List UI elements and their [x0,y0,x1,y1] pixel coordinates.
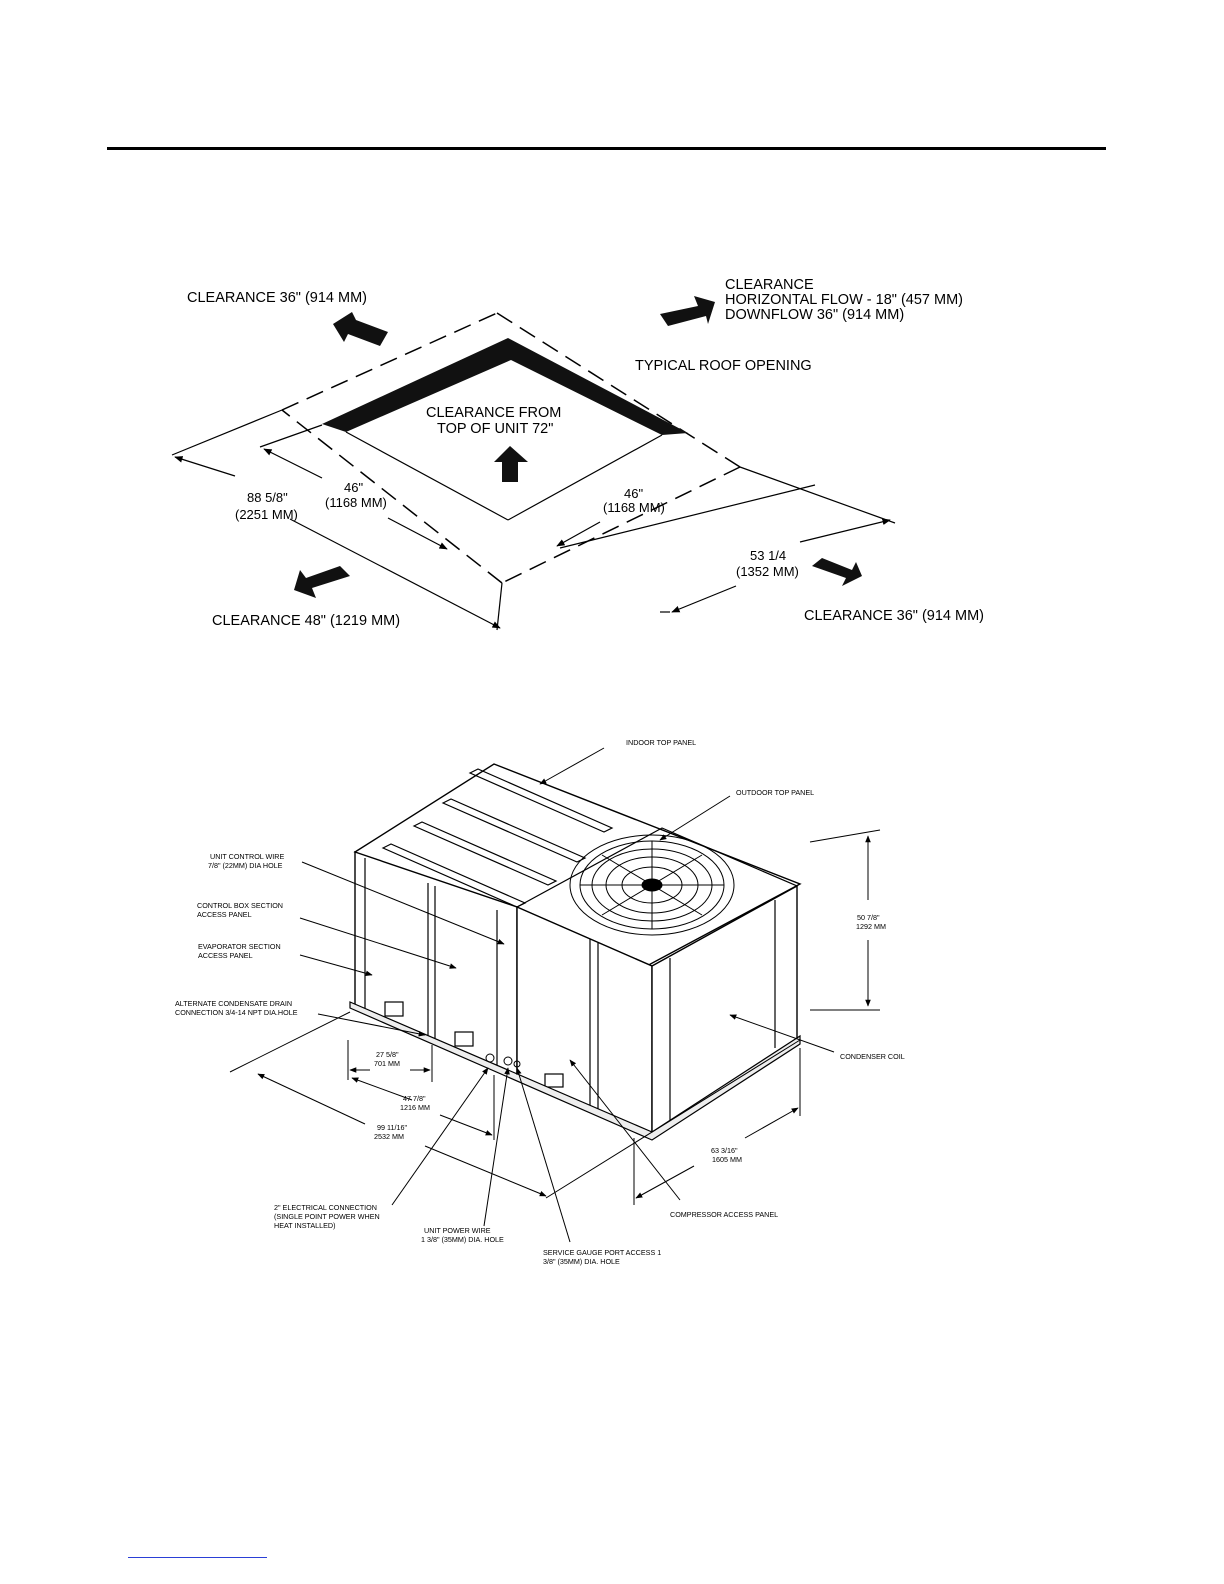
label-evaporator-2: ACCESS PANEL [198,951,253,960]
label-power-wire-1: UNIT POWER WIRE [424,1226,491,1235]
label-clearance-top-2: TOP OF UNIT 72" [437,421,553,437]
curb-outline [281,312,741,584]
label-gauge-port-2: 3/8" (35MM) DIA. HOLE [543,1257,620,1266]
label-clearance-right-top-3: DOWNFLOW 36" (914 MM) [725,307,904,323]
header-rule [107,147,1106,150]
label-gauge-port-1: SERVICE GAUGE PORT ACCESS 1 [543,1248,661,1257]
label-clearance-right-bottom: CLEARANCE 36" (914 MM) [804,608,984,624]
label-unit-control-wire-2: 7/8" (22MM) DIA HOLE [208,861,283,870]
label-dim-left-b-1: 46" [344,480,363,495]
extension-lines [171,409,896,631]
dimension-lines-top [174,448,891,629]
condenser-fan [569,834,735,936]
clearance-arrow-left-top [333,312,388,346]
leaders-bottom [229,747,881,1243]
label-clearance-right-top-1: CLEARANCE [725,277,814,293]
label-dim-right-b-2: (1168 MM) [603,500,665,515]
label-indoor-top-panel: INDOOR TOP PANEL [626,738,696,747]
label-dim-left-a-1: 88 5/8" [247,490,288,505]
label-clearance-left-top: CLEARANCE 36" (914 MM) [187,290,367,306]
label-dim-478-1: 47 7/8" [403,1094,426,1103]
label-dim-left-b-2: (1168 MM) [325,495,387,510]
label-dim-right-a-1: 53 1/4 [750,548,786,563]
clearance-arrow-up [494,446,528,482]
roof-opening-frame [322,338,688,435]
label-power-wire-2: 1 3/8" (35MM) DIA. HOLE [421,1235,504,1244]
label-dim-99-2: 2532 MM [374,1132,404,1141]
label-control-box-2: ACCESS PANEL [197,910,252,919]
label-outdoor-top-panel: OUTDOOR TOP PANEL [736,788,814,797]
label-dim-275-2: 701 MM [374,1059,400,1068]
clearance-arrow-right-bottom [812,558,862,586]
label-electrical-1: 2" ELECTRICAL CONNECTION [274,1203,377,1212]
label-electrical-2: (SINGLE POINT POWER WHEN [274,1212,380,1221]
indoor-top-vents [381,768,614,908]
label-control-box-1: CONTROL BOX SECTION [197,901,283,910]
label-height-1: 50 7/8" [857,913,880,922]
label-dim-63-1: 63 3/16" [711,1146,738,1155]
label-alt-drain-2: CONNECTION 3/4-14 NPT DIA.HOLE [175,1008,298,1017]
label-dim-right-a-2: (1352 MM) [736,564,799,579]
label-condenser-coil: CONDENSER COIL [840,1052,905,1061]
label-dim-63-2: 1605 MM [712,1155,742,1164]
label-dim-275-1: 27 5/8" [376,1050,399,1059]
labels-bottom: INDOOR TOP PANEL OUTDOOR TOP PANEL UNIT … [175,738,905,1266]
clearance-arrow-left-bottom [294,566,350,598]
label-height-2: 1292 MM [856,922,886,931]
label-alt-drain-1: ALTERNATE CONDENSATE DRAIN [175,999,292,1008]
unit-isometric-figure [349,763,802,1141]
label-electrical-3: HEAT INSTALLED) [274,1221,336,1230]
label-unit-control-wire-1: UNIT CONTROL WIRE [210,852,284,861]
label-evaporator-1: EVAPORATOR SECTION [198,942,281,951]
label-dim-99-1: 99 11/16" [377,1123,407,1132]
roof-clearance-figure: CLEARANCE 36" (914 MM) CLEARANCE HORIZON… [171,277,984,631]
footer-link-underline[interactable] [128,1557,267,1558]
label-dim-478-2: 1216 MM [400,1103,430,1112]
label-clearance-top-1: CLEARANCE FROM [426,405,561,421]
label-clearance-left-bottom: CLEARANCE 48" (1219 MM) [212,613,400,629]
label-clearance-right-top-2: HORIZONTAL FLOW - 18" (457 MM) [725,292,963,308]
clearance-arrow-right-top [660,296,715,326]
label-dim-right-b-1: 46" [624,486,643,501]
label-dim-left-a-2: (2251 MM) [235,507,298,522]
label-compressor-panel: COMPRESSOR ACCESS PANEL [670,1210,778,1219]
label-typical-roof-opening: TYPICAL ROOF OPENING [635,358,812,374]
